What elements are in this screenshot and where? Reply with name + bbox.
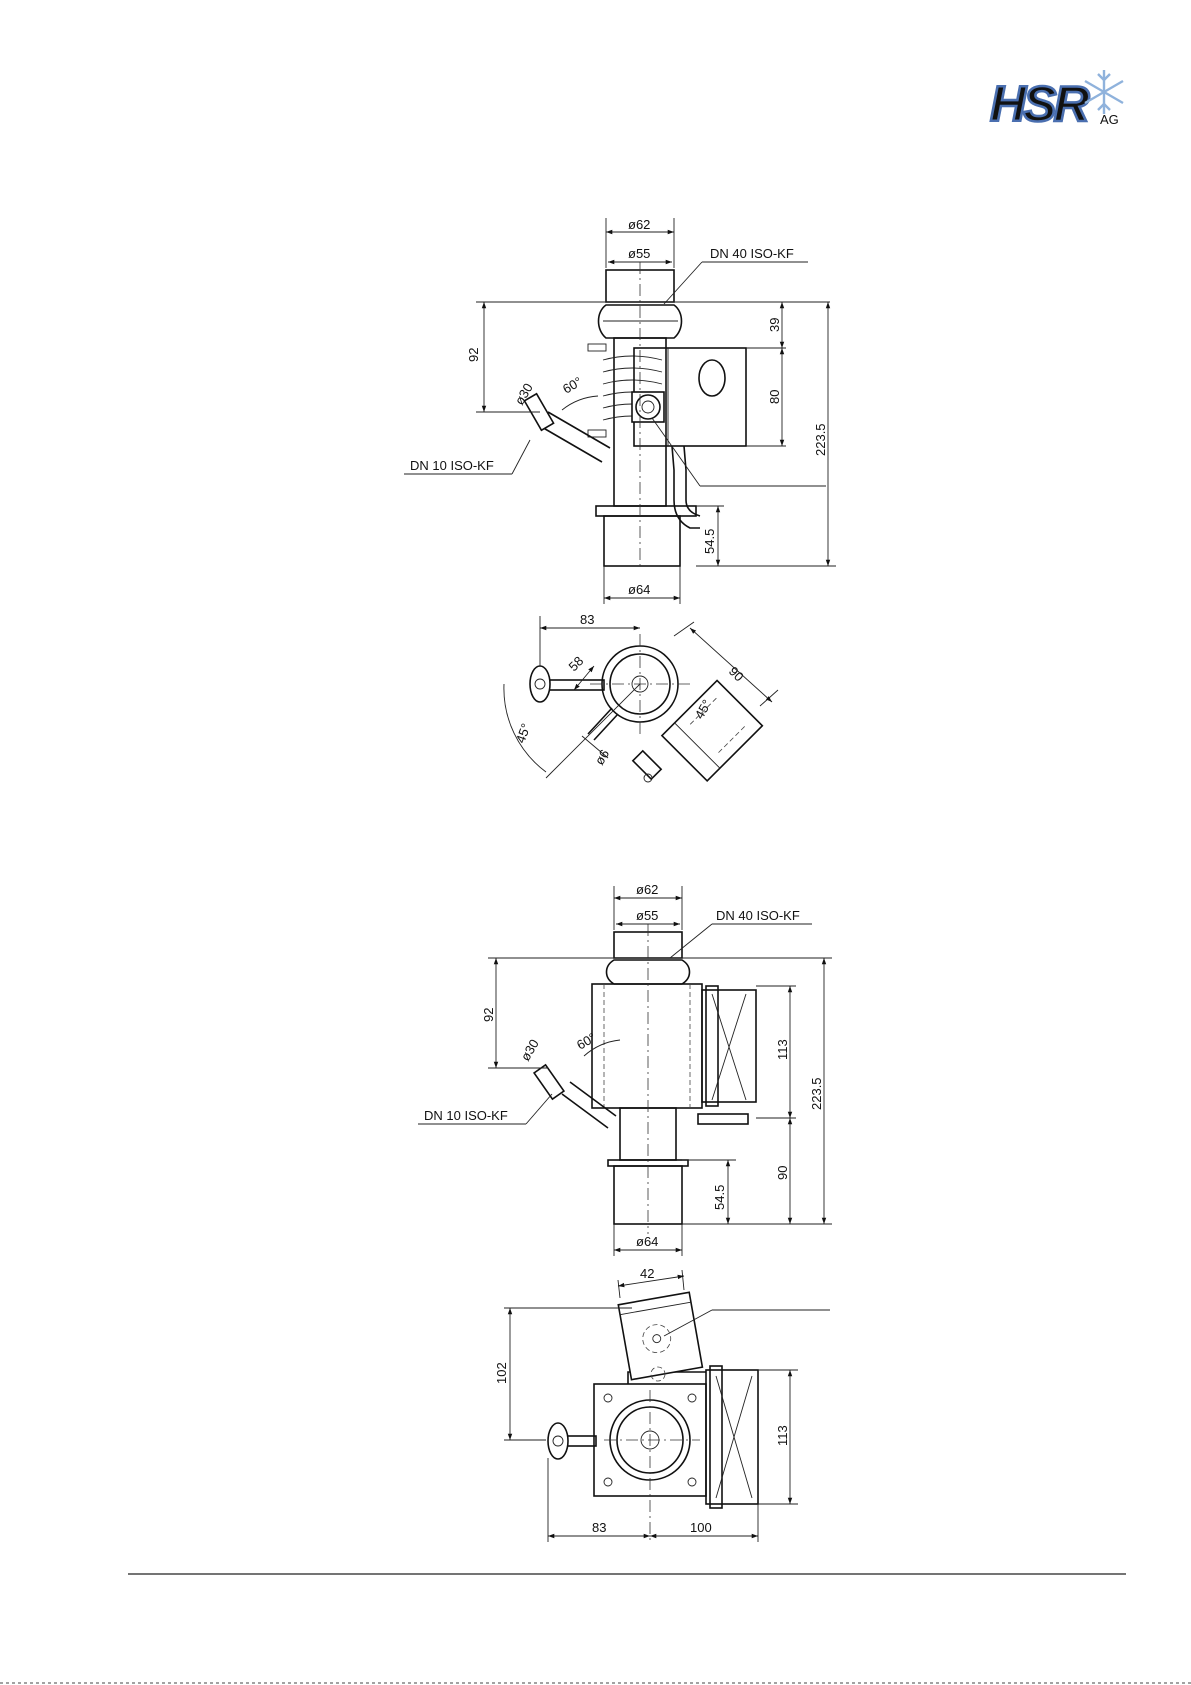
dim-v3-height-overall: 223.5 [809, 1077, 824, 1110]
snowflake-icon [1085, 70, 1123, 114]
dim-v3-height-113: 113 [775, 1039, 790, 1060]
dim-v1-flange-top: DN 40 ISO-KF [710, 246, 794, 261]
dim-v3-port-diameter: ø30 [518, 1037, 542, 1064]
dim-v1-height-80: 80 [767, 390, 782, 404]
dim-v4-width-42: 42 [640, 1266, 654, 1281]
dim-v4-height-113: 113 [775, 1425, 790, 1446]
dim-v1-flange-side: DN 10 ISO-KF [410, 458, 494, 473]
logo-suffix: AG [1100, 112, 1119, 127]
dim-v1-height-54-5: 54.5 [702, 529, 717, 554]
dim-v4-width-83: 83 [592, 1520, 606, 1535]
view-front-elevation-variant: ø62 ø55 DN 40 ISO-KF 92 ø30 60° DN 10 IS… [418, 882, 832, 1256]
dim-v3-inner-diameter: ø55 [636, 908, 658, 923]
dim-v4-width-100: 100 [690, 1520, 712, 1535]
company-logo: HSR AG [990, 70, 1123, 132]
dim-v2-angle-a: 45° [513, 721, 534, 745]
dim-v2-offset-83: 83 [580, 612, 594, 627]
dim-v2-diag-90: 90 [726, 664, 747, 685]
dim-v1-height-39: 39 [767, 318, 782, 332]
dim-v3-base-diameter: ø64 [636, 1234, 658, 1249]
view-plan: 83 58 90 45° 45° ø6 [504, 612, 778, 782]
dim-v1-height-92: 92 [466, 348, 481, 362]
view-front-elevation: ø62 ø55 DN 40 ISO-KF 92 ø30 60° DN 10 IS… [404, 217, 836, 604]
dim-v1-height-overall: 223.5 [813, 423, 828, 456]
dim-v4-height-102: 102 [494, 1362, 509, 1384]
dim-v3-outer-diameter: ø62 [636, 882, 658, 897]
dim-v1-inner-diameter: ø55 [628, 246, 650, 261]
dim-v2-tube-diameter: ø6 [592, 747, 613, 768]
logo-text: HSR [990, 76, 1089, 132]
dim-v3-height-90: 90 [775, 1166, 790, 1180]
dim-v2-port-58: 58 [566, 653, 587, 674]
view-plan-variant: 42 102 113 83 100 [494, 1266, 830, 1542]
dim-v1-base-diameter: ø64 [628, 582, 650, 597]
dim-v3-port-angle: 60° [574, 1030, 599, 1053]
dim-v1-outer-diameter: ø62 [628, 217, 650, 232]
dim-v3-height-92: 92 [481, 1008, 496, 1022]
dim-v1-port-angle: 60° [560, 374, 585, 397]
dim-v3-flange-side: DN 10 ISO-KF [424, 1108, 508, 1123]
dim-v3-height-54-5: 54.5 [712, 1185, 727, 1210]
dim-v3-flange-top: DN 40 ISO-KF [716, 908, 800, 923]
